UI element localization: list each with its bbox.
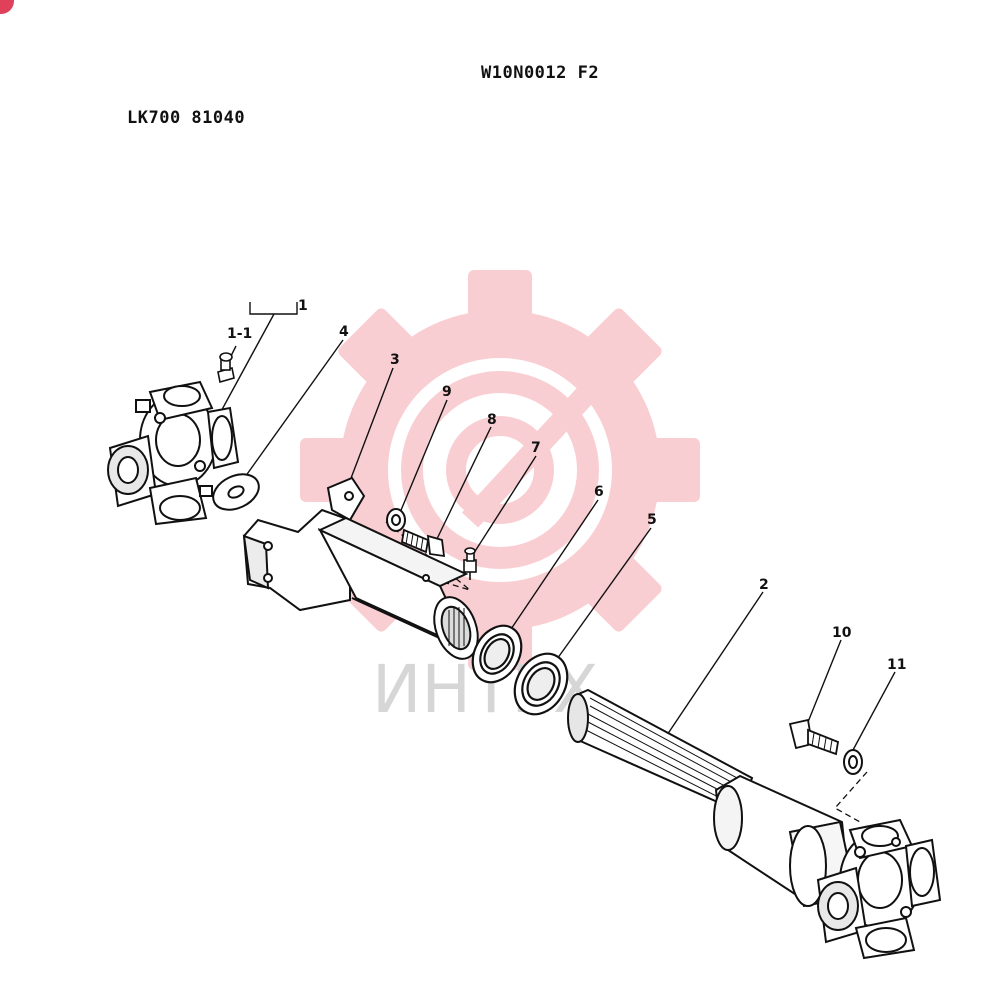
universal-joint-right xyxy=(816,818,942,960)
callout-5: 5 xyxy=(647,512,657,528)
leader-11 xyxy=(852,671,896,751)
callout-3: 3 xyxy=(390,352,400,368)
callout-10: 10 xyxy=(832,625,852,641)
callout-1: 1 xyxy=(298,298,308,314)
callout-6: 6 xyxy=(594,484,604,500)
callout-7: 7 xyxy=(531,440,541,456)
leader-1-bracket xyxy=(249,302,298,315)
callout-1-1: 1-1 xyxy=(227,326,252,342)
washer-4 xyxy=(212,473,260,511)
callout-8: 8 xyxy=(487,412,497,428)
leader-6 xyxy=(504,499,599,639)
callout-9: 9 xyxy=(442,384,452,400)
yoke-sleeve-3 xyxy=(242,476,479,660)
callout-4: 4 xyxy=(339,324,349,340)
callout-labels: 1 1-1 4 3 9 8 7 6 5 2 10 11 xyxy=(227,298,906,673)
seal-ring-5 xyxy=(513,652,569,716)
leader-5 xyxy=(551,527,652,667)
callout-2: 2 xyxy=(759,577,769,593)
guide-bolt-10 xyxy=(833,771,868,823)
part-code: LK700 81040 xyxy=(127,108,246,128)
leader-4 xyxy=(239,339,344,485)
leader-8 xyxy=(434,426,492,544)
splined-shaft-2 xyxy=(567,688,858,908)
callout-11: 11 xyxy=(887,657,906,673)
watermark-gear-logo xyxy=(300,270,700,670)
grease-nipple-1-1 xyxy=(217,352,235,384)
leader-9 xyxy=(398,399,448,516)
lock-washer-11 xyxy=(843,749,863,775)
leader-lines xyxy=(199,302,896,751)
drawing-code: W10N0012 F2 xyxy=(481,63,600,83)
leader-2 xyxy=(664,591,764,739)
leader-3 xyxy=(347,367,394,487)
bolt-10 xyxy=(788,718,840,756)
leader-7 xyxy=(471,455,537,557)
lock-washer-9 xyxy=(386,508,406,532)
leader-10 xyxy=(807,639,842,723)
grease-nipple-7 xyxy=(463,547,477,580)
universal-joint-left xyxy=(107,380,240,526)
seal-ring-6 xyxy=(471,624,523,684)
bolt-8 xyxy=(400,528,446,558)
